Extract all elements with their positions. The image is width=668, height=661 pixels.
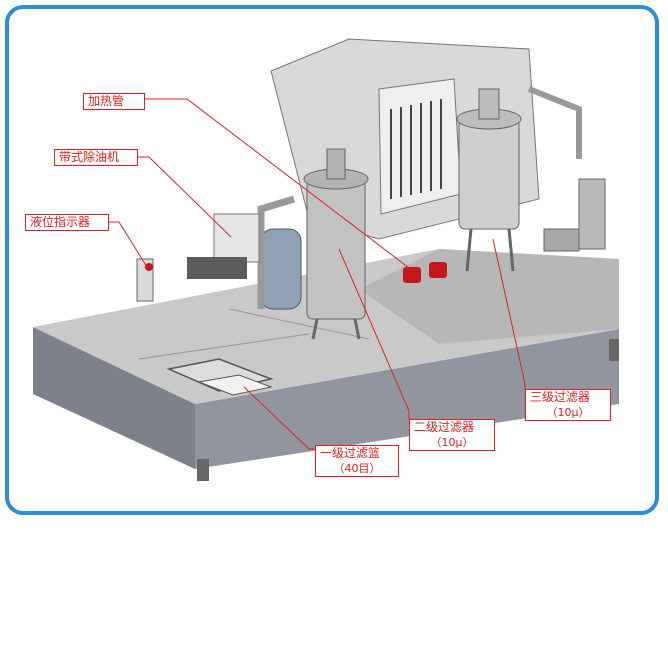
callout-stage1-spec: （40目） bbox=[333, 462, 381, 475]
callout-stage1-title: 一级过滤篮 bbox=[320, 446, 381, 460]
callout-stage2-title: 二级过滤器 bbox=[414, 420, 475, 434]
heater-2 bbox=[429, 262, 447, 278]
callout-belt-skimmer: 带式除油机 bbox=[54, 149, 138, 166]
pipe bbox=[257, 195, 296, 309]
foot-right bbox=[609, 339, 619, 361]
reflection-content bbox=[5, 520, 659, 522]
tank-side bbox=[33, 327, 195, 469]
callout-heating-tube-text: 加热管 bbox=[88, 94, 125, 108]
callout-stage2: 二级过滤器 （10μ） bbox=[409, 419, 495, 451]
leader-belt-skimmer bbox=[134, 156, 232, 238]
mirror-reflection bbox=[5, 520, 659, 660]
callout-heating-tube: 加热管 bbox=[83, 93, 145, 110]
leader-level-indicator bbox=[107, 221, 148, 268]
callout-level-indicator-text: 液位指示器 bbox=[30, 215, 91, 229]
valve-assembly bbox=[578, 178, 606, 250]
belt-skimmer bbox=[213, 213, 260, 263]
leader-heating-tube bbox=[142, 98, 414, 272]
pump bbox=[260, 228, 302, 310]
leader-stage2 bbox=[338, 248, 410, 419]
callout-stage1: 一级过滤篮 （40目） bbox=[315, 445, 399, 477]
callout-level-indicator: 液位指示器 bbox=[25, 214, 109, 231]
leader-stage1 bbox=[243, 386, 315, 450]
stage2-filter-body bbox=[306, 178, 366, 320]
stage3-filter-body bbox=[458, 118, 520, 230]
reflection-shape bbox=[5, 520, 659, 522]
raised-deck bbox=[359, 249, 619, 344]
filter-unit-diagram bbox=[33, 38, 619, 481]
foot-left bbox=[197, 459, 209, 481]
callout-stage3-title: 三级过滤器 bbox=[530, 390, 591, 404]
callout-stage2-spec: （10μ） bbox=[430, 436, 474, 449]
tank-front bbox=[195, 329, 619, 469]
image-frame: 加热管 带式除油机 液位指示器 三级过滤器 （10μ） 二级过滤器 （10μ） … bbox=[5, 5, 659, 515]
callout-belt-skimmer-text: 带式除油机 bbox=[59, 150, 120, 164]
heater-1 bbox=[403, 267, 421, 283]
callout-stage3: 三级过滤器 （10μ） bbox=[525, 389, 611, 421]
callout-stage3-spec: （10μ） bbox=[546, 406, 590, 419]
leader-stage3 bbox=[492, 238, 526, 389]
